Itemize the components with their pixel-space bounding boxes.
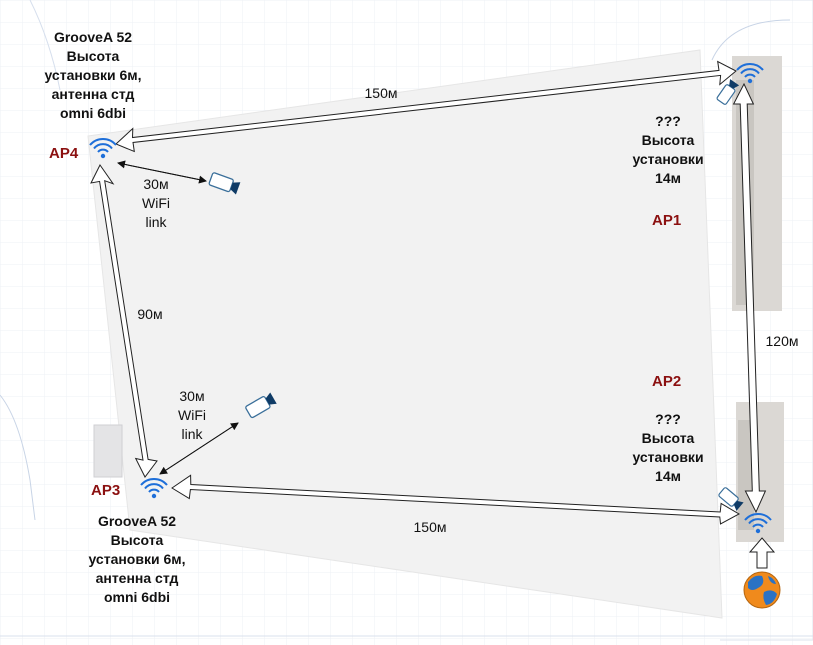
camera-icon bbox=[245, 392, 277, 419]
ap2-label: AP2 bbox=[652, 373, 682, 390]
camera-icon bbox=[208, 172, 241, 195]
ap3-spec-line: omni 6dbi bbox=[103, 589, 171, 605]
ap2-spec-line: ??? bbox=[655, 411, 681, 427]
wifi-link-text: WiFi bbox=[178, 407, 206, 423]
link-ap1-ap2-arrow bbox=[732, 82, 767, 514]
wifi-link-arrow-top-reverse bbox=[117, 160, 207, 182]
wifi-icon bbox=[89, 138, 117, 159]
wifi-link-text: link bbox=[181, 426, 203, 442]
ap1-spec-line: Высота bbox=[641, 132, 695, 148]
ap1-spec-line: установки bbox=[632, 151, 704, 167]
ap1-spec-line: 14м bbox=[655, 170, 681, 186]
ap4-spec-line: Высота bbox=[66, 48, 120, 64]
distance-top-label: 150м bbox=[364, 85, 398, 101]
link-uplink-arrow bbox=[748, 537, 776, 569]
distance-bottom-label: 150м bbox=[413, 519, 447, 535]
ap3-label: AP3 bbox=[91, 482, 121, 499]
link-arrows bbox=[90, 60, 776, 569]
ap4-spec-line: антенна стд bbox=[51, 86, 135, 102]
link-ap4-ap3-arrow bbox=[90, 164, 158, 478]
wifi-icon bbox=[736, 63, 764, 84]
ap4-spec: GrooveA 52 Высота установки 6м, антенна … bbox=[18, 28, 168, 123]
ap2-spec-line: 14м bbox=[655, 468, 681, 484]
ap1-label: AP1 bbox=[652, 212, 682, 229]
ap4-spec-line: GrooveA 52 bbox=[53, 29, 133, 45]
map-road-line bbox=[711, 19, 791, 61]
link-ap4-ap1-arrow bbox=[115, 60, 737, 153]
ap1-spec: ??? Высота установки 14м bbox=[618, 112, 718, 188]
wifi-link-arrow-bottom-reverse bbox=[159, 422, 239, 475]
wifi-link-text: WiFi bbox=[142, 195, 170, 211]
site-area bbox=[87, 49, 723, 619]
ap2-spec: ??? Высота установки 14м bbox=[618, 410, 718, 486]
ap2-spec-line: Высота bbox=[641, 430, 695, 446]
wifi-link-top-label: 30м WiFi link bbox=[126, 175, 186, 232]
ap4-spec-line: omni 6dbi bbox=[59, 105, 127, 121]
ap3-spec-line: установки 6м, bbox=[88, 551, 186, 567]
ap4-spec-line: установки 6м, bbox=[44, 67, 142, 83]
wifi-link-text: 30м bbox=[179, 388, 205, 404]
ap1-spec-line: ??? bbox=[655, 113, 681, 129]
wifi-icon bbox=[744, 513, 772, 534]
wifi-link-text: link bbox=[145, 214, 167, 230]
map-road-line bbox=[0, 394, 36, 521]
link-ap3-ap2-arrow bbox=[171, 474, 741, 525]
ap3-spec-line: антенна стд bbox=[95, 570, 179, 586]
wifi-link-text: 30м bbox=[143, 176, 169, 192]
ap3-spec-line: Высота bbox=[110, 532, 164, 548]
wifi-icon bbox=[140, 478, 168, 499]
distance-left-label: 90м bbox=[137, 306, 163, 322]
globe-icon bbox=[743, 571, 781, 609]
distance-right-label: 120м bbox=[765, 333, 799, 349]
ap4-label: AP4 bbox=[49, 145, 79, 162]
camera-icon bbox=[718, 487, 744, 511]
wifi-link-bottom-label: 30м WiFi link bbox=[162, 387, 222, 444]
map-road-line bbox=[29, 0, 61, 91]
map-road-line bbox=[720, 0, 813, 641]
building-left bbox=[93, 424, 123, 478]
ap3-spec: GrooveA 52 Высота установки 6м, антенна … bbox=[62, 512, 212, 607]
ap2-spec-line: установки bbox=[632, 449, 704, 465]
ap3-spec-line: GrooveA 52 bbox=[97, 513, 177, 529]
camera-icon bbox=[716, 79, 740, 105]
